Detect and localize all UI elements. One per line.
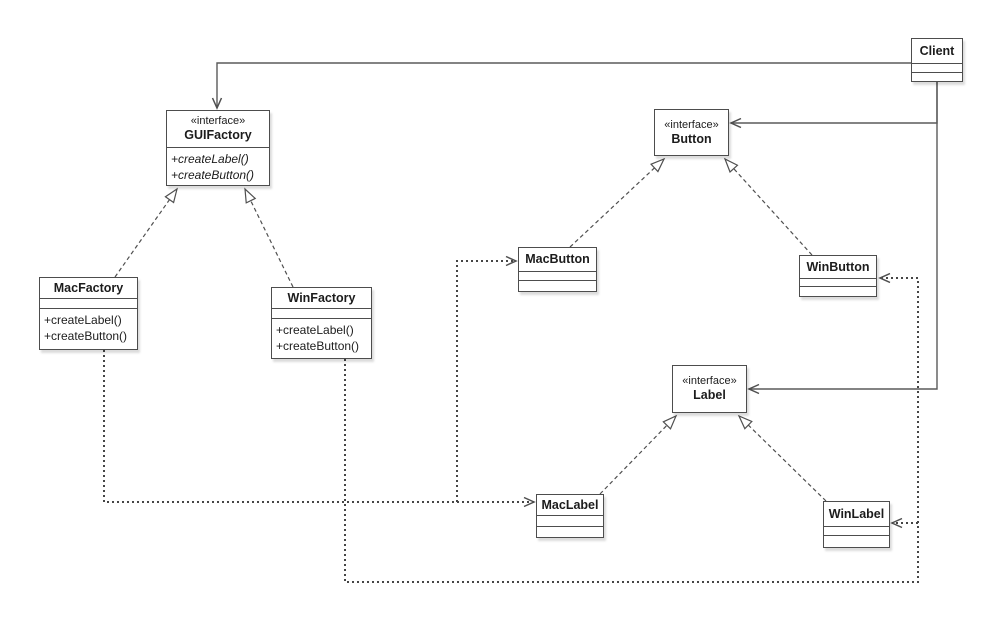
class-maclabel-methods (537, 526, 603, 537)
edge-macfactory-guifactory (114, 187, 178, 278)
class-name: WinLabel (828, 506, 885, 521)
class-name: GUIFactory (184, 128, 252, 142)
class-winfactory: WinFactory +createLabel() +createButton(… (271, 287, 372, 359)
class-client-fields (912, 63, 962, 72)
class-maclabel: MacLabel (536, 494, 604, 538)
edge-winbutton-button (723, 157, 813, 256)
class-winbutton: WinButton (799, 255, 877, 297)
stereotype-label: «interface» (682, 375, 737, 387)
class-maclabel-fields (537, 515, 603, 526)
class-name: WinButton (806, 259, 870, 274)
method-create-button: +createButton() (276, 339, 360, 353)
class-label-title: «interface» Label (673, 366, 746, 412)
class-label-interface: «interface» Label (672, 365, 747, 413)
edge-client-label (747, 82, 938, 395)
method-create-label: +createLabel() (44, 313, 122, 327)
edge-maclabel-label (599, 414, 678, 495)
method-create-button: +createButton() (171, 168, 255, 182)
class-guifactory-methods: +createLabel() +createButton() (167, 147, 269, 185)
class-winbutton-title: WinButton (800, 256, 876, 278)
class-macbutton-fields (519, 271, 596, 280)
class-winfactory-fields (272, 308, 371, 318)
class-winlabel: WinLabel (823, 501, 890, 548)
class-name: Label (693, 388, 726, 402)
edge-winfactory-winlabel (344, 359, 919, 583)
class-name: MacFactory (53, 280, 124, 295)
edge-macfactory-maclabel (103, 350, 536, 508)
class-maclabel-title: MacLabel (537, 495, 603, 515)
class-name: Button (671, 131, 712, 146)
class-winlabel-fields (824, 526, 889, 535)
method-create-button: +createButton() (44, 329, 128, 343)
class-winlabel-title: WinLabel (824, 502, 889, 526)
class-button-interface: «interface» Button (654, 109, 729, 156)
edge-client-guifactory (211, 62, 911, 110)
class-button-title: «interface» Button (655, 110, 728, 155)
class-winbutton-fields (800, 278, 876, 286)
class-guifactory: «interface» GUIFactory +createLabel() +c… (166, 110, 270, 186)
method-create-label: +createLabel() (276, 323, 354, 337)
class-name: MacLabel (541, 497, 599, 512)
class-client-title: Client (912, 39, 962, 63)
edge-macfactory-macbutton (103, 255, 518, 503)
stereotype-label: «interface» (190, 115, 246, 127)
class-name: Client (919, 43, 955, 58)
class-winlabel-methods (824, 535, 889, 547)
edge-client-button (729, 82, 938, 129)
class-winfactory-title: WinFactory (272, 288, 371, 308)
stereotype-label: «interface» (664, 118, 719, 131)
edge-winlabel-label (737, 414, 827, 502)
class-macbutton: MacButton (518, 247, 597, 292)
class-name: MacButton (525, 252, 590, 266)
class-guifactory-title: «interface» GUIFactory (167, 111, 269, 147)
class-macbutton-title: MacButton (519, 248, 596, 271)
edge-winfactory-guifactory (244, 187, 294, 288)
class-macfactory: MacFactory +createLabel() +createButton(… (39, 277, 138, 350)
edge-macbutton-button (569, 157, 666, 248)
class-macfactory-methods: +createLabel() +createButton() (40, 308, 137, 349)
class-macfactory-title: MacFactory (40, 278, 137, 298)
class-winbutton-methods (800, 286, 876, 296)
method-create-label: +createLabel() (171, 152, 249, 166)
class-macfactory-fields (40, 298, 137, 308)
class-name: WinFactory (287, 290, 356, 305)
class-macbutton-methods (519, 280, 596, 291)
class-winfactory-methods: +createLabel() +createButton() (272, 318, 371, 358)
class-client-methods (912, 72, 962, 81)
class-client: Client (911, 38, 963, 82)
